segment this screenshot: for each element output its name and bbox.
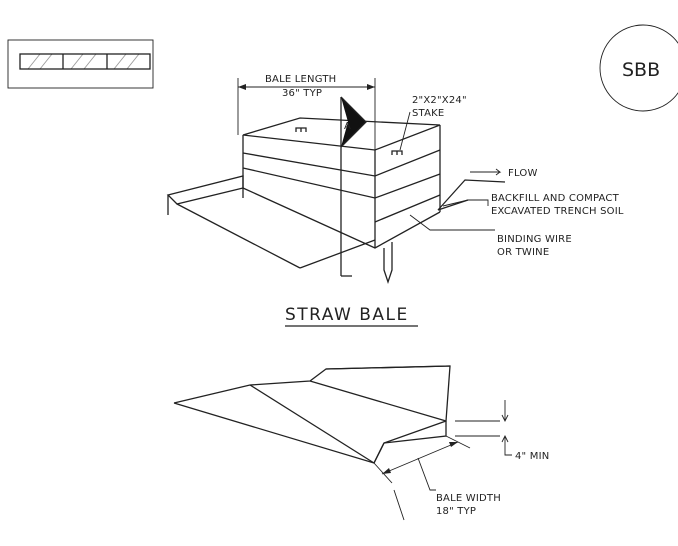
backfill-label-1: BACKFILL AND COMPACT xyxy=(491,193,620,204)
backfill-label-2: EXCAVATED TRENCH SOIL xyxy=(491,206,624,217)
straw-bale-detail: A BALE LENGTH 36" TYP 2"X2"X24" STAKE FL… xyxy=(166,74,624,327)
bale-length-label-1: BALE LENGTH xyxy=(265,74,336,85)
depth-dimension: 4" MIN xyxy=(455,400,549,462)
width-label-2: 18" TYP xyxy=(436,506,476,517)
straw-bale-title: STRAW BALE xyxy=(285,305,409,325)
stake-label-2: STAKE xyxy=(412,108,444,119)
bale-length-dimension: BALE LENGTH 36" TYP xyxy=(237,74,376,150)
depth-label: 4" MIN xyxy=(515,451,549,462)
stake xyxy=(383,242,393,285)
section-cut-a: A xyxy=(340,96,367,277)
width-label-1: BALE WIDTH xyxy=(436,493,501,504)
sbb-symbol: SBB xyxy=(599,24,678,112)
flow-callout: FLOW xyxy=(470,168,538,179)
binding-label-2: OR TWINE xyxy=(497,247,549,258)
width-dimension: BALE WIDTH 18" TYP xyxy=(373,435,501,521)
legend-symbol xyxy=(7,39,154,89)
straw-bale xyxy=(242,117,441,249)
binding-wire-callout: BINDING WIRE OR TWINE xyxy=(409,214,572,258)
backfill-callout: BACKFILL AND COMPACT EXCAVATED TRENCH SO… xyxy=(442,193,624,217)
trench-ground xyxy=(173,365,451,464)
section-mark: A xyxy=(344,121,351,132)
ground-surface xyxy=(166,175,244,205)
trench-detail: 4" MIN BALE WIDTH 18" TYP xyxy=(173,365,549,521)
flow-label: FLOW xyxy=(508,168,538,179)
bale-length-label-2: 36" TYP xyxy=(282,88,322,99)
binding-label-1: BINDING WIRE xyxy=(497,234,572,245)
stake-callout: 2"X2"X24" STAKE xyxy=(399,95,467,151)
stake-label-1: 2"X2"X24" xyxy=(412,95,467,106)
sbb-label: SBB xyxy=(622,59,660,81)
